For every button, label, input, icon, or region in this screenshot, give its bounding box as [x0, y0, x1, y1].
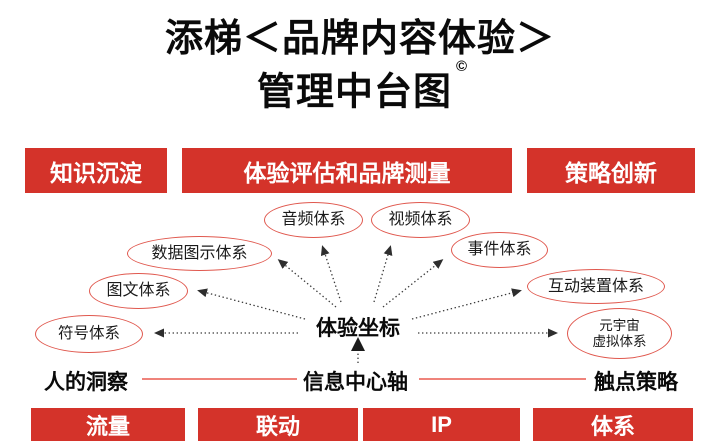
title-line-2: 管理中台图© — [256, 58, 468, 114]
axis-label-information-center: 信息中心轴 — [303, 371, 408, 394]
node-interactive-device-system: 互动装置体系 — [527, 269, 665, 304]
node-event-system: 事件体系 — [451, 232, 548, 268]
left-label-human-insight: 人的洞察 — [44, 371, 128, 394]
node-symbol-system: 符号体系 — [35, 315, 143, 353]
node-picture-text-system: 图文体系 — [89, 273, 188, 309]
banner-linkage: 联动 — [198, 408, 358, 441]
node-audio-system: 音频体系 — [264, 202, 363, 238]
banner-experience-evaluation: 体验评估和品牌测量 — [182, 148, 512, 193]
banner-system: 体系 — [533, 408, 693, 441]
title-line-1: 添梯＜品牌内容体验＞ — [164, 18, 555, 60]
banner-knowledge-accumulation: 知识沉淀 — [25, 148, 167, 193]
ray-event — [382, 259, 444, 308]
ray-data-chart — [277, 259, 337, 308]
page-title: 添梯＜品牌内容体验＞ 管理中台图© — [0, 16, 720, 117]
right-label-touchpoint-strategy: 触点策略 — [594, 371, 678, 394]
copyright-mark: © — [455, 58, 468, 75]
node-metaverse-virtual-system: 元宇宙 虚拟体系 — [567, 308, 672, 359]
node-data-chart-system: 数据图示体系 — [127, 236, 272, 271]
banner-strategy-innovation: 策略创新 — [527, 148, 695, 193]
ray-interactive-device — [411, 288, 522, 320]
ray-picture-text — [197, 288, 306, 320]
node-video-system: 视频体系 — [371, 202, 470, 238]
ray-audio — [320, 245, 342, 303]
ray-video — [373, 245, 393, 303]
center-label-experience-coordinates: 体验坐标 — [316, 317, 400, 340]
banner-ip: IP — [363, 408, 520, 441]
banner-traffic: 流量 — [31, 408, 185, 441]
